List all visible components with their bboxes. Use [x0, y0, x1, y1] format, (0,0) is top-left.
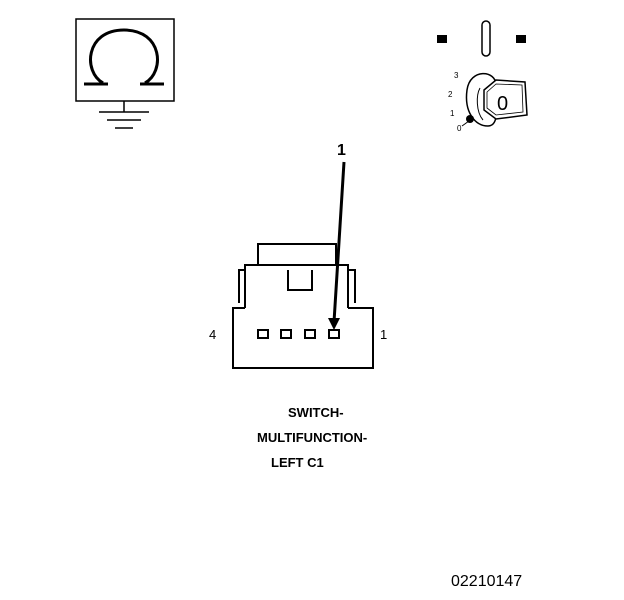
- key-position-1: 1: [450, 109, 455, 118]
- connector-upper-body: [244, 264, 349, 308]
- callout-number: 1: [337, 142, 346, 159]
- cavity-1: [328, 329, 340, 339]
- ground-icon: [99, 101, 149, 129]
- connector-cavities: [257, 329, 340, 339]
- connector-right-rail: [348, 269, 356, 303]
- connector-left-rail: [238, 269, 245, 303]
- key-position-2: 2: [448, 90, 453, 99]
- cavity-4: [257, 329, 269, 339]
- figure-id: 02210147: [451, 573, 523, 590]
- connector-caption-line-1: SWITCH-: [288, 405, 344, 420]
- key-blade: [483, 79, 528, 120]
- key-label: 0: [497, 93, 509, 115]
- pin-label-right: 1: [380, 327, 388, 342]
- key-slot-left-marker: [437, 35, 447, 43]
- key-position-3: 3: [454, 71, 459, 80]
- connector-lock-tab: [287, 270, 313, 291]
- key-position-dot: [466, 115, 474, 123]
- cavity-2: [304, 329, 316, 339]
- callout-arrowhead: [328, 318, 340, 330]
- connector-caption-line-3: LEFT C1: [271, 455, 324, 470]
- callout-leader: [332, 161, 346, 323]
- key-position-0: 0: [457, 124, 462, 133]
- ohm-icon: [75, 18, 175, 102]
- pin-label-left: 4: [209, 327, 217, 342]
- key-slot-right-marker: [516, 35, 526, 43]
- cavity-3: [280, 329, 292, 339]
- connector-latch: [257, 243, 337, 265]
- connector-caption-line-2: MULTIFUNCTION-: [257, 430, 368, 445]
- connector-body: [232, 307, 374, 369]
- key-slot: [481, 20, 491, 57]
